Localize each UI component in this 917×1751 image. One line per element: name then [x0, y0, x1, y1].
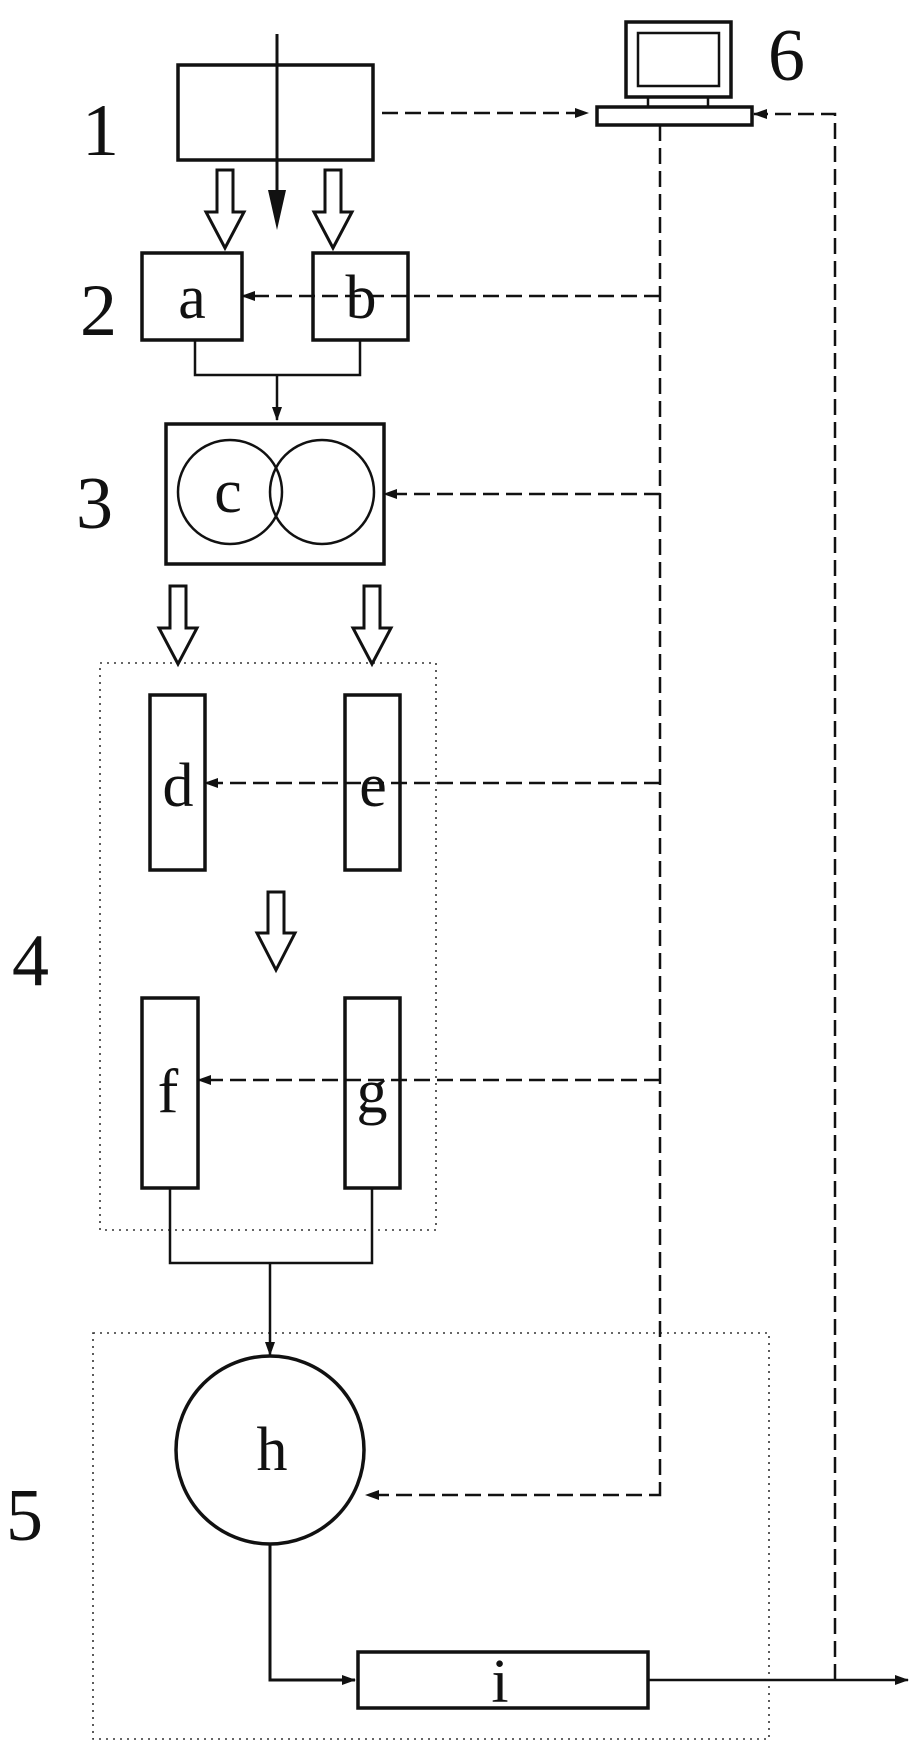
component-b-label: b	[346, 264, 377, 332]
component-e-label: e	[359, 752, 387, 820]
component-i-box	[356, 1650, 650, 1710]
component-i-label: i	[491, 1648, 508, 1716]
component-f-label: f	[158, 1058, 179, 1126]
module-5-enclosure	[92, 1332, 770, 1740]
module-4-enclosure	[99, 662, 437, 1231]
twin-circle	[268, 438, 376, 546]
merge-line-ab	[193, 340, 362, 377]
hollow-arrow-icon	[254, 890, 298, 974]
component-c-label: c	[214, 458, 242, 526]
module-3-box	[164, 422, 386, 566]
component-c-circle	[176, 438, 284, 546]
feed-arrow-icon	[268, 190, 286, 230]
component-d-label: d	[163, 752, 194, 820]
component-a-label: a	[178, 264, 206, 332]
module-1-label: 1	[82, 90, 119, 172]
hollow-arrow-icon	[156, 584, 200, 668]
feedback-line-i-to-6	[753, 109, 837, 1680]
component-h-label: h	[257, 1416, 288, 1484]
hollow-arrow-icon	[311, 168, 355, 252]
component-f-box	[140, 996, 200, 1190]
module-2-label: 2	[80, 270, 117, 352]
merge-line-fg	[168, 1188, 374, 1265]
module-6-label: 6	[768, 15, 805, 97]
component-g-label: g	[357, 1058, 388, 1126]
hollow-arrow-icon	[203, 168, 247, 252]
module-4-label: 4	[12, 920, 49, 1002]
module-3-label: 3	[76, 463, 113, 545]
module-5-label: 5	[6, 1475, 43, 1557]
process-line-h-i	[268, 1544, 356, 1685]
component-d-box	[148, 693, 207, 872]
computer-icon	[595, 20, 754, 127]
signal-line-to-h	[365, 1490, 662, 1500]
component-g-box	[343, 996, 402, 1190]
hollow-arrow-icon	[350, 584, 394, 668]
